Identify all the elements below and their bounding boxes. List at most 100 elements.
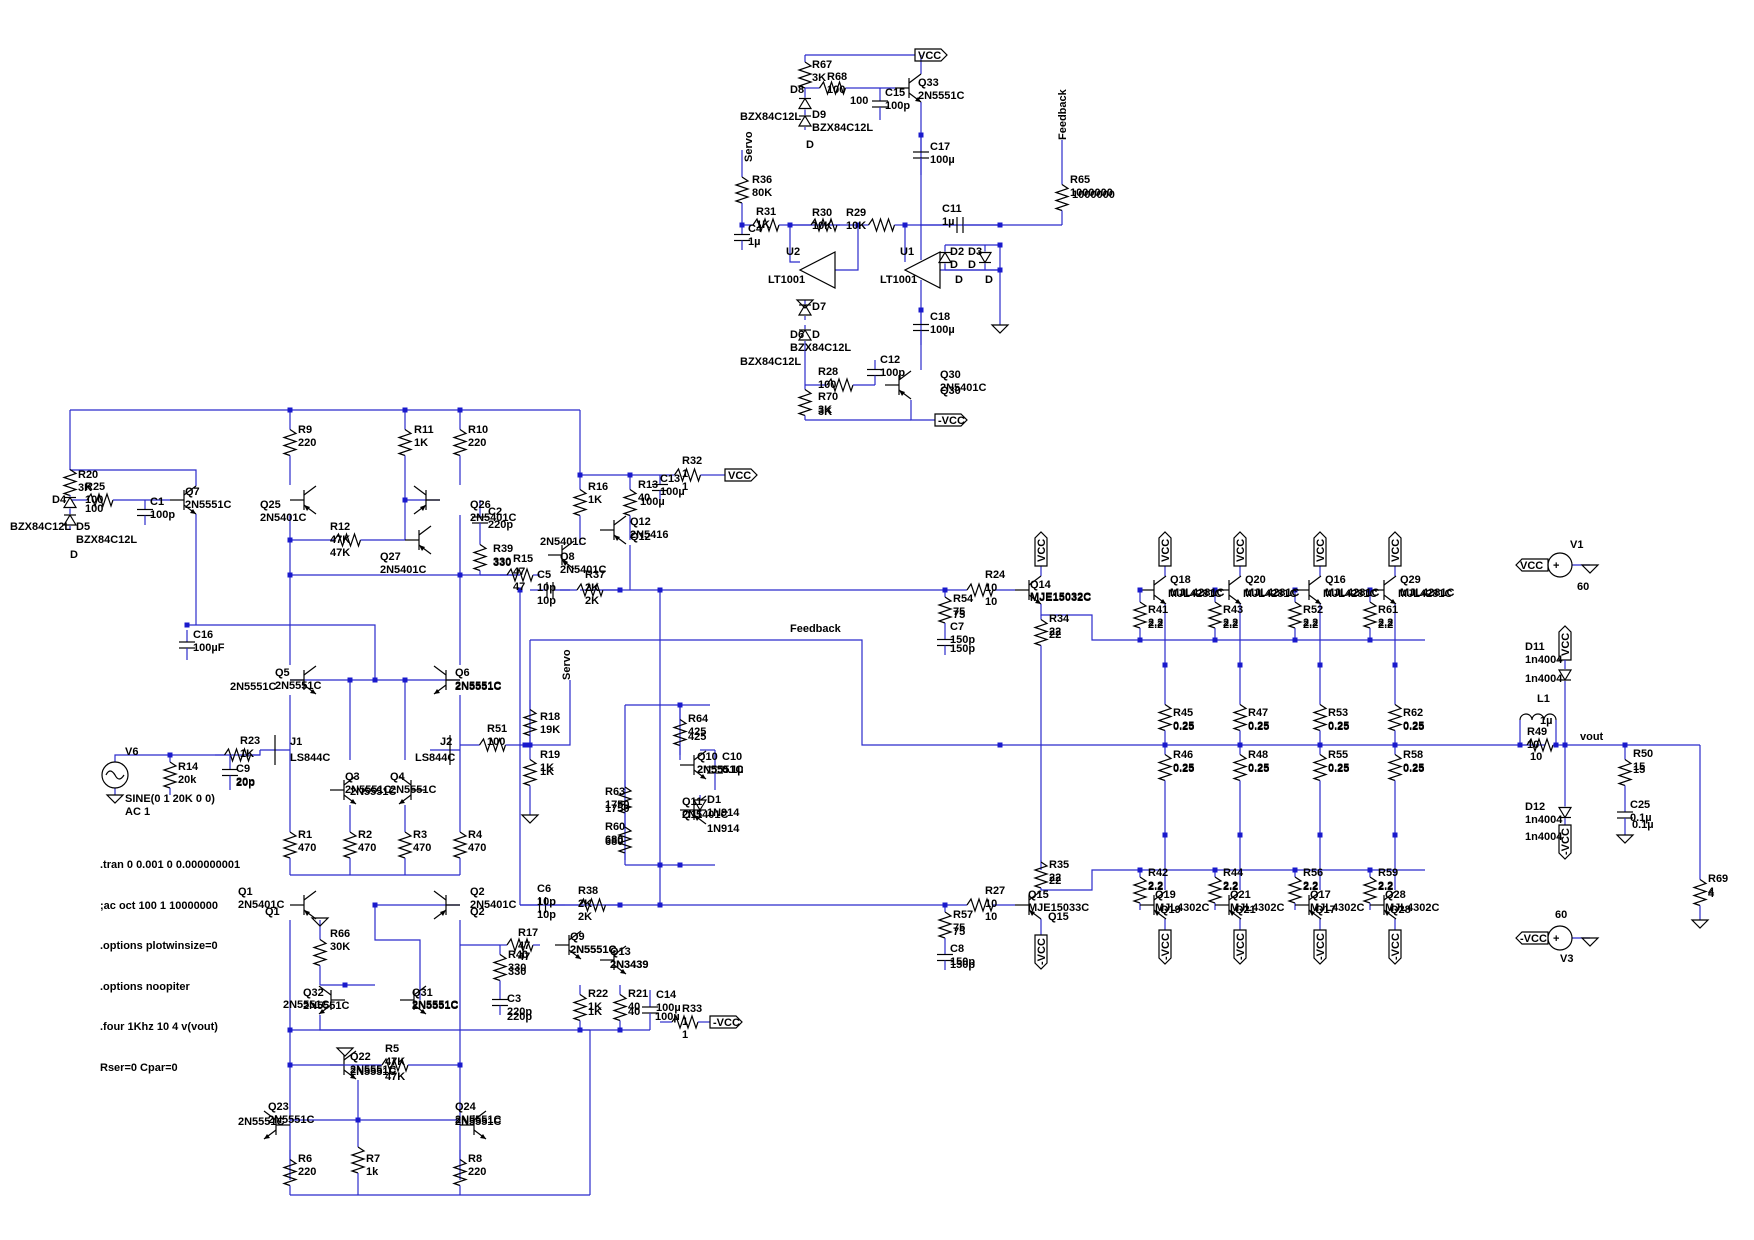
value-q30: 2N5401C bbox=[940, 382, 987, 394]
junction-dot bbox=[1212, 587, 1218, 593]
ref-q17: Q17 bbox=[1310, 889, 1331, 901]
value-r23: 1K bbox=[240, 748, 254, 760]
value-r69: 4 bbox=[1708, 886, 1715, 898]
ref-q10: Q10 bbox=[697, 751, 718, 763]
value-r20: 3K bbox=[78, 482, 92, 494]
value-r63-b: 1750 bbox=[605, 803, 629, 815]
value-r61: 2.2 bbox=[1378, 617, 1393, 629]
resistor-r50 bbox=[1617, 759, 1633, 787]
value-r64: 425 bbox=[688, 726, 706, 738]
ref-q28-b: Q28 bbox=[1390, 904, 1411, 916]
junction-dot bbox=[1237, 832, 1243, 838]
ground-icon bbox=[335, 1047, 355, 1057]
ref-j2: J2 bbox=[440, 736, 452, 748]
wire bbox=[910, 400, 935, 421]
ref-r1: R1 bbox=[298, 829, 312, 841]
ref-r21: R21 bbox=[628, 988, 648, 1000]
value-r34: 22 bbox=[1049, 626, 1061, 638]
value-r40: 330 bbox=[508, 962, 526, 974]
net-label: -VCC bbox=[1560, 828, 1572, 855]
resistor-r69 bbox=[1692, 879, 1708, 907]
net-d-3: D bbox=[70, 549, 78, 561]
junction-dot bbox=[1392, 742, 1398, 748]
resistor-r5 bbox=[381, 1057, 409, 1073]
value-r60-b: 680 bbox=[605, 836, 623, 848]
value-r45: 0.25 bbox=[1173, 720, 1194, 732]
value-r15-b: 47 bbox=[513, 581, 525, 593]
ground-icon bbox=[1580, 564, 1600, 574]
value-r3: 470 bbox=[413, 842, 431, 854]
resistor-r2 bbox=[342, 831, 358, 859]
transistor-arrow bbox=[304, 910, 310, 916]
ref-r70: R70 bbox=[818, 391, 838, 403]
junction-dot bbox=[577, 472, 583, 478]
ref-q8: Q8 bbox=[560, 551, 575, 563]
transistor-collector bbox=[1228, 575, 1242, 586]
ref-r3: R3 bbox=[413, 829, 427, 841]
ref-r14: R14 bbox=[178, 761, 199, 773]
ref-q18: Q18 bbox=[1170, 574, 1191, 586]
value-c14-b: 100µ bbox=[655, 1011, 680, 1023]
wire bbox=[374, 905, 421, 1000]
ref-q32: Q32 bbox=[303, 987, 324, 999]
value-r57-b: 75 bbox=[953, 926, 965, 938]
junction-dot bbox=[1292, 587, 1298, 593]
ref-c3: C3 bbox=[507, 993, 521, 1005]
transistor-collector bbox=[303, 890, 317, 901]
ref-r64: R64 bbox=[688, 713, 709, 725]
junction-dot bbox=[1162, 832, 1168, 838]
resistor-r24 bbox=[966, 582, 994, 598]
value-q25: 2N5401C bbox=[260, 512, 307, 524]
ref-r61: R61 bbox=[1378, 604, 1398, 616]
net-label: -VCC bbox=[1036, 938, 1048, 965]
junction-dot bbox=[617, 587, 623, 593]
ref-q6: Q6 bbox=[455, 667, 470, 679]
value-d9-label: BZX84C12L bbox=[740, 111, 801, 123]
ref-r62: R62 bbox=[1403, 707, 1423, 719]
transistor-arrow bbox=[614, 535, 620, 541]
net-flag bbox=[1158, 929, 1172, 965]
value-r48: 0.25 bbox=[1248, 762, 1269, 774]
junction-dot bbox=[1137, 587, 1143, 593]
resistor-r9 bbox=[282, 429, 298, 457]
transistor-arrow bbox=[575, 954, 581, 959]
value-r61-b: 2.2 bbox=[1378, 619, 1393, 631]
ref-c18: C18 bbox=[930, 311, 950, 323]
ref-d9: D9 bbox=[812, 109, 826, 121]
resistor-r33 bbox=[671, 1014, 699, 1030]
value-l1: 1µ bbox=[1540, 715, 1552, 727]
resistor-r3 bbox=[397, 831, 413, 859]
diode-d6 bbox=[797, 328, 813, 341]
value-r49: 10 bbox=[1527, 739, 1539, 751]
value-r47: 0.25 bbox=[1248, 720, 1269, 732]
value-q2: 2N5401C bbox=[470, 899, 517, 911]
value-u2: LT1001 bbox=[768, 274, 805, 286]
transistor-arrow bbox=[1229, 910, 1235, 916]
value-q12: 2N5416 bbox=[630, 529, 669, 541]
junctions bbox=[167, 132, 1628, 1123]
ref-c4: C4 bbox=[748, 223, 763, 235]
transistor-collector bbox=[303, 665, 317, 676]
ref-r51: R51 bbox=[487, 723, 507, 735]
junction-dot bbox=[184, 622, 190, 628]
ref-r48: R48 bbox=[1248, 749, 1268, 761]
ref-d5: D5 bbox=[76, 521, 90, 533]
resistor-r70 bbox=[797, 389, 813, 417]
value-r35-b: 22 bbox=[1049, 875, 1061, 887]
transistor-collector bbox=[1028, 575, 1042, 586]
value-q22: 2N5551C bbox=[350, 1064, 397, 1076]
ref-r31: R31 bbox=[756, 206, 776, 218]
junction-dot bbox=[997, 222, 1003, 228]
ref-d8: D8 bbox=[790, 84, 804, 96]
ref-r38: R38 bbox=[578, 885, 598, 897]
resistor-r68 bbox=[819, 80, 847, 96]
value-r56: 2.2 bbox=[1303, 880, 1318, 892]
value-r68: 100 bbox=[827, 84, 845, 96]
value-r6: 220 bbox=[298, 1166, 316, 1178]
transistor-collector bbox=[908, 73, 922, 84]
net-flag bbox=[1515, 558, 1549, 572]
value-q17: MJL4302C bbox=[1310, 902, 1364, 914]
ref-q7: Q7 bbox=[185, 486, 200, 498]
ref-r35: R35 bbox=[1049, 859, 1069, 871]
ref-r27: R27 bbox=[985, 885, 1005, 897]
